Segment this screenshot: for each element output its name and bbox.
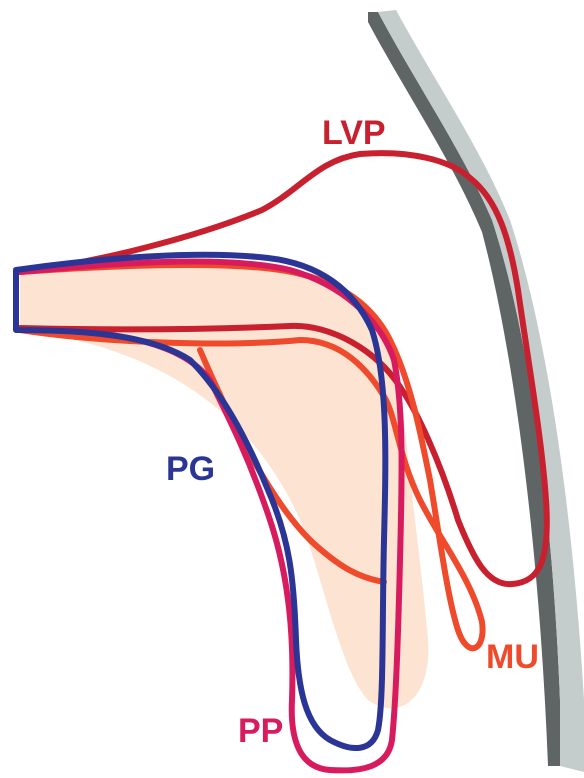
lvp-label: LVP — [322, 114, 386, 152]
pp-label: PP — [238, 712, 283, 750]
pg-label: PG — [166, 450, 215, 488]
mu-label: MU — [486, 638, 539, 676]
